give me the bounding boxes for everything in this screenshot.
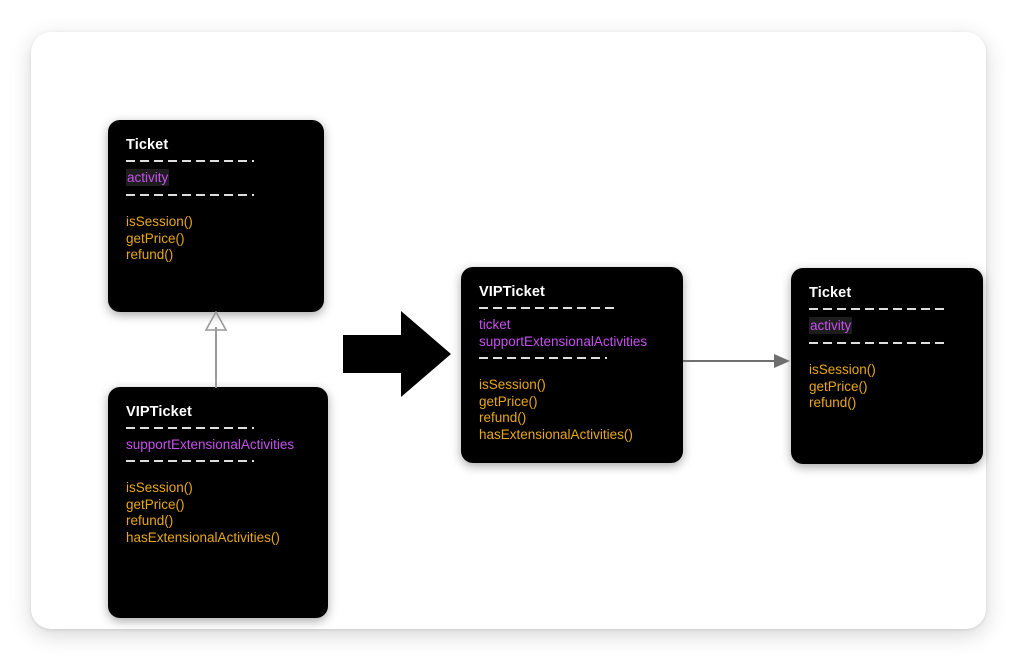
method-item: isSession() (126, 480, 193, 495)
class-box-ticket-left[interactable]: Ticket activity isSession() getPrice() r… (108, 120, 324, 312)
method-item: refund() (126, 513, 174, 528)
class-box-vipticket-left[interactable]: VIPTicket supportExtensionalActivities i… (108, 387, 328, 618)
attribute-item: supportExtensionalActivities (126, 437, 295, 452)
attributes-section: ticket supportExtensionalActivities (479, 315, 665, 351)
attributes-section: activity (126, 168, 306, 188)
attribute-item: activity (126, 169, 170, 186)
attribute-item: ticket (479, 317, 511, 332)
method-item: hasExtensionalActivities() (126, 529, 280, 545)
methods-section: isSession() getPrice() refund() hasExten… (479, 365, 665, 443)
attributes-section: supportExtensionalActivities (126, 435, 310, 454)
section-separator-top (809, 302, 965, 316)
methods-section: isSession() getPrice() refund() hasExten… (126, 468, 310, 546)
method-item: hasExtensionalActivities() (479, 426, 633, 442)
section-separator-bottom (479, 351, 665, 365)
attribute-item: activity (809, 317, 853, 334)
method-item: refund() (479, 410, 527, 425)
section-separator-bottom (126, 188, 306, 202)
class-name-label: VIPTicket (479, 284, 545, 300)
method-item: refund() (809, 395, 857, 410)
methods-section: isSession() getPrice() refund() (126, 202, 306, 264)
block-arrow-right-icon (343, 311, 451, 397)
solid-triangle-arrowhead-icon (774, 354, 790, 368)
section-separator-top (126, 421, 310, 435)
section-separator-bottom (126, 454, 310, 468)
method-item: getPrice() (809, 378, 868, 394)
section-separator-top (126, 154, 306, 168)
hollow-triangle-arrowhead-icon (204, 311, 228, 331)
method-item: isSession() (479, 377, 546, 392)
class-box-vipticket-middle[interactable]: VIPTicket ticket supportExtensionalActiv… (461, 267, 683, 463)
inheritance-connector-line (215, 327, 217, 388)
class-name-label: Ticket (809, 285, 852, 301)
class-box-ticket-right[interactable]: Ticket activity isSession() getPrice() r… (791, 268, 983, 464)
attributes-section: activity (809, 316, 965, 336)
methods-section: isSession() getPrice() refund() (809, 350, 965, 412)
class-name-label: VIPTicket (126, 404, 192, 420)
class-name-label: Ticket (126, 137, 169, 153)
method-item: isSession() (809, 362, 876, 377)
method-item: getPrice() (126, 496, 185, 512)
method-item: getPrice() (479, 393, 538, 409)
diagram-canvas: Ticket activity isSession() getPrice() r… (31, 32, 986, 629)
method-item: getPrice() (126, 230, 185, 246)
section-separator-bottom (809, 336, 965, 350)
method-item: isSession() (126, 214, 193, 229)
attribute-item: supportExtensionalActivities (479, 334, 648, 349)
section-separator-top (479, 301, 665, 315)
method-item: refund() (126, 247, 174, 262)
association-connector-line (683, 360, 780, 362)
